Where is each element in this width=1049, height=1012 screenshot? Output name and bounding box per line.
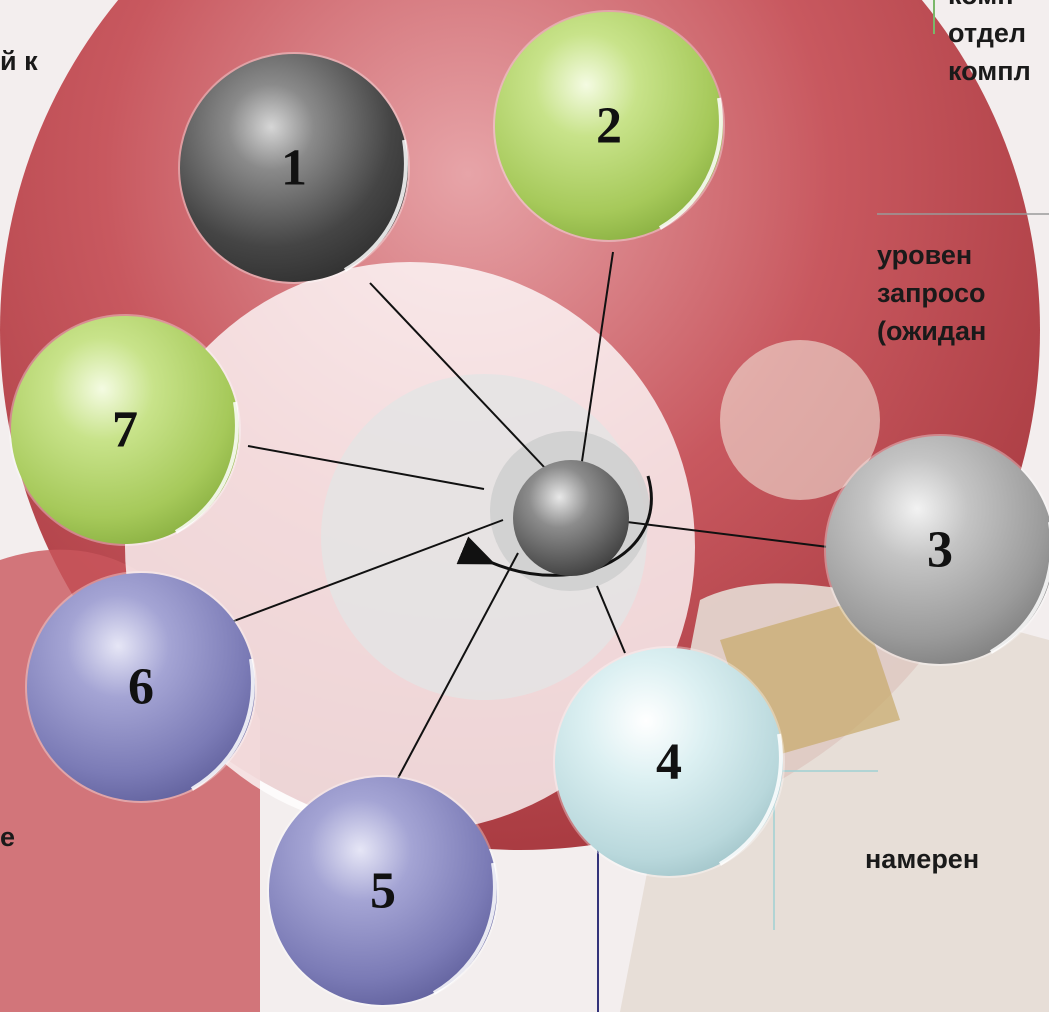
text-line: компл bbox=[948, 52, 1031, 90]
ball-5: 5 bbox=[267, 775, 499, 1007]
ball-3-label: 3 bbox=[927, 522, 953, 579]
ball-1: 1 bbox=[178, 52, 410, 284]
text-line: отдел bbox=[948, 14, 1031, 52]
text-fragment-top-right: комп отдел компл bbox=[948, 0, 1031, 90]
ball-6: 6 bbox=[25, 571, 257, 803]
ball-5-label: 5 bbox=[370, 863, 396, 920]
ball-7-label: 7 bbox=[112, 402, 138, 459]
text-line: запросо bbox=[877, 274, 986, 312]
ball-2: 2 bbox=[493, 10, 725, 242]
center-sphere bbox=[513, 460, 629, 576]
ball-4: 4 bbox=[553, 646, 785, 878]
text-line: е bbox=[0, 818, 15, 856]
text-line: (ожидан bbox=[877, 312, 986, 350]
text-line: намерен bbox=[865, 840, 979, 878]
text-line: комп bbox=[948, 0, 1031, 14]
ball-3: 3 bbox=[824, 434, 1049, 666]
ball-4-label: 4 bbox=[656, 734, 682, 791]
ball-2-label: 2 bbox=[596, 98, 622, 155]
text-line: й к bbox=[0, 42, 38, 80]
ball-7: 7 bbox=[9, 314, 241, 546]
text-fragment-top-left: й к bbox=[0, 42, 38, 80]
text-fragment-mid-right: уровен запросо (ожидан bbox=[877, 236, 986, 350]
text-fragment-lower-right: намерен bbox=[865, 840, 979, 878]
text-fragment-bottom-left: е bbox=[0, 818, 15, 856]
text-line: уровен bbox=[877, 236, 986, 274]
ball-6-label: 6 bbox=[128, 659, 154, 716]
ball-1-label: 1 bbox=[281, 140, 307, 197]
